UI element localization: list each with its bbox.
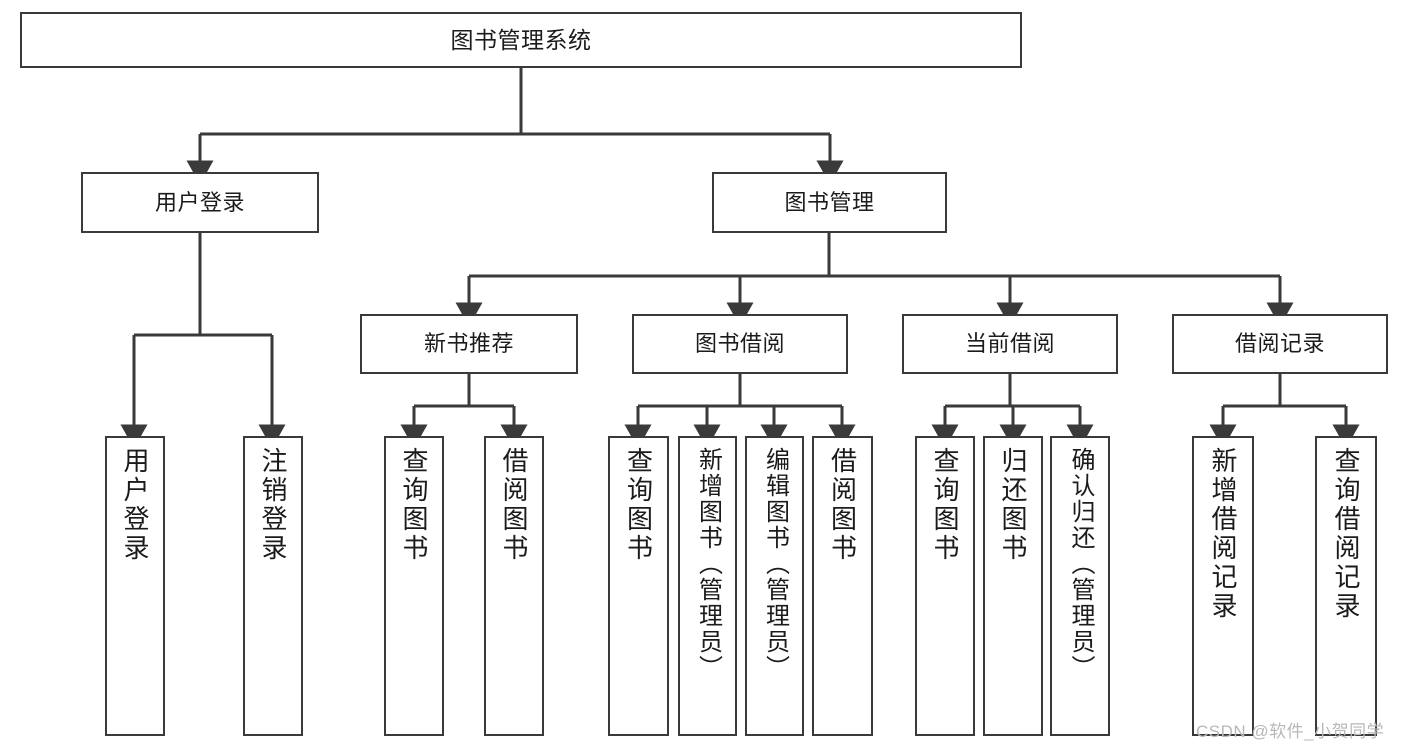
- node-leaf-query-book-3[interactable]: 查询图书: [915, 436, 975, 736]
- node-leaf-query-book-1-label: 查询图书: [399, 447, 429, 563]
- node-leaf-edit-book-admin-label: 编辑图书（管理员）: [761, 447, 789, 681]
- node-leaf-user-logout[interactable]: 注销登录: [243, 436, 303, 736]
- node-leaf-query-book-2[interactable]: 查询图书: [608, 436, 669, 736]
- node-book-borrow[interactable]: 图书借阅: [632, 314, 848, 374]
- node-current-borrow[interactable]: 当前借阅: [902, 314, 1118, 374]
- node-book-manage-label: 图书管理: [784, 189, 875, 215]
- node-user-login[interactable]: 用户登录: [81, 172, 319, 233]
- node-leaf-query-borrow-record[interactable]: 查询借阅记录: [1315, 436, 1377, 736]
- node-leaf-add-book-admin-label: 新增图书（管理员）: [694, 447, 722, 681]
- node-leaf-user-login-label: 用户登录: [120, 447, 150, 563]
- node-root-label: 图书管理系统: [450, 26, 592, 53]
- node-leaf-query-book-2-label: 查询图书: [623, 447, 654, 563]
- node-leaf-edit-book-admin[interactable]: 编辑图书（管理员）: [745, 436, 804, 736]
- node-leaf-add-book-admin[interactable]: 新增图书（管理员）: [678, 436, 737, 736]
- csdn-watermark: CSDN @软件_小贺同学: [1196, 722, 1385, 741]
- node-borrow-record[interactable]: 借阅记录: [1172, 314, 1388, 374]
- node-leaf-query-borrow-record-label: 查询借阅记录: [1331, 447, 1361, 621]
- node-book-manage[interactable]: 图书管理: [712, 172, 947, 233]
- node-leaf-query-book-1[interactable]: 查询图书: [384, 436, 444, 736]
- node-leaf-confirm-return-admin-label: 确认归还（管理员）: [1067, 447, 1094, 681]
- node-leaf-return-book[interactable]: 归还图书: [983, 436, 1043, 736]
- node-borrow-record-label: 借阅记录: [1234, 331, 1325, 357]
- node-leaf-borrow-book-2-label: 借阅图书: [827, 447, 858, 563]
- node-user-login-label: 用户登录: [154, 189, 245, 215]
- node-leaf-borrow-book-1[interactable]: 借阅图书: [484, 436, 544, 736]
- node-leaf-confirm-return-admin[interactable]: 确认归还（管理员）: [1050, 436, 1110, 736]
- node-leaf-user-logout-label: 注销登录: [258, 447, 288, 563]
- node-leaf-add-borrow-record[interactable]: 新增借阅记录: [1192, 436, 1254, 736]
- node-leaf-return-book-label: 归还图书: [998, 447, 1028, 563]
- node-leaf-query-book-3-label: 查询图书: [930, 447, 960, 563]
- node-new-book-recommend[interactable]: 新书推荐: [360, 314, 578, 374]
- node-leaf-borrow-book-2[interactable]: 借阅图书: [812, 436, 873, 736]
- node-leaf-add-borrow-record-label: 新增借阅记录: [1208, 447, 1238, 621]
- node-leaf-user-login[interactable]: 用户登录: [105, 436, 165, 736]
- node-new-book-recommend-label: 新书推荐: [423, 331, 514, 357]
- node-root[interactable]: 图书管理系统: [20, 12, 1022, 68]
- node-current-borrow-label: 当前借阅: [964, 331, 1055, 357]
- node-leaf-borrow-book-1-label: 借阅图书: [499, 447, 529, 563]
- node-book-borrow-label: 图书借阅: [694, 331, 785, 357]
